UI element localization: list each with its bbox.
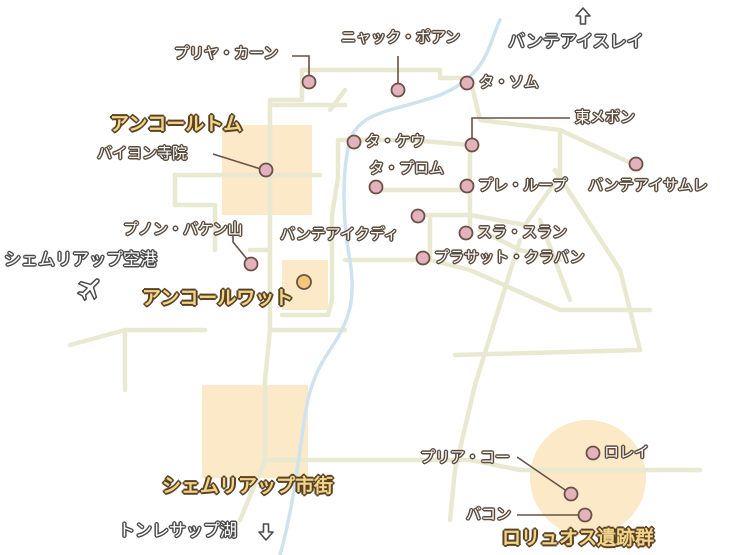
- marker-lolei[interactable]: [585, 445, 601, 461]
- site-label-east-mebon[interactable]: 東メボン: [575, 108, 636, 126]
- place-label-tonle-sap[interactable]: トンレサップ湖: [118, 521, 237, 541]
- area-label-angkor-wat[interactable]: アンコールワット: [142, 287, 294, 309]
- place-label-airport[interactable]: シェムリアップ空港: [4, 250, 157, 270]
- arrow-up-icon: [574, 7, 592, 30]
- site-label-ta-prohm[interactable]: タ・プロム: [369, 159, 445, 177]
- site-label-banteay-samre[interactable]: バンテアイサムレ: [588, 176, 708, 194]
- area-label-siem-reap-town[interactable]: シェムリアップ市街: [162, 475, 334, 497]
- place-label-banteay-srei[interactable]: バンテアイスレイ: [508, 32, 644, 52]
- site-markers: [243, 74, 644, 523]
- marker-neak-pean[interactable]: [390, 82, 406, 98]
- marker-phnom-bakheng[interactable]: [243, 256, 259, 272]
- marker-bakong[interactable]: [577, 507, 593, 523]
- site-label-banteay-kdei[interactable]: バンテアイクディ: [280, 225, 399, 243]
- roads: [67, 67, 703, 523]
- site-label-pre-rup[interactable]: プレ・ループ: [478, 176, 568, 194]
- area-label-roluos[interactable]: ロリュオス遺跡群: [502, 527, 655, 549]
- siem-reap-town-zone: [202, 385, 308, 478]
- site-label-prasat-kravan[interactable]: プラサット・クラバン: [434, 248, 585, 266]
- site-label-bayon[interactable]: バイヨン寺院: [97, 144, 188, 162]
- marker-angkor-wat[interactable]: [296, 274, 312, 290]
- marker-east-mebon[interactable]: [464, 137, 480, 153]
- marker-banteay-kdei[interactable]: [410, 208, 426, 224]
- siem-reap-river: [278, 18, 502, 555]
- site-label-srah-srang[interactable]: スラ・スラン: [477, 223, 568, 241]
- area-label-angkor-thom[interactable]: アンコールトム: [110, 113, 243, 135]
- marker-preah-khan[interactable]: [301, 74, 317, 90]
- leader-lines: [212, 55, 584, 516]
- site-label-neak-pean[interactable]: ニャック・ポアン: [341, 28, 461, 46]
- site-label-preah-khan[interactable]: プリヤ・カーン: [174, 44, 279, 62]
- marker-ta-som[interactable]: [459, 75, 475, 91]
- site-label-phnom-bakheng[interactable]: プノン・バケン山: [123, 220, 243, 238]
- roluos-zone: [530, 420, 646, 536]
- marker-bayon[interactable]: [258, 162, 274, 178]
- marker-ta-prohm[interactable]: [368, 179, 384, 195]
- marker-preah-ko[interactable]: [563, 486, 579, 502]
- marker-prasat-kravan[interactable]: [415, 250, 431, 266]
- site-label-ta-keo[interactable]: タ・ケウ: [365, 132, 426, 150]
- airplane-icon: [76, 274, 104, 307]
- site-label-lolei[interactable]: ロレイ: [604, 443, 650, 461]
- marker-banteay-samre[interactable]: [628, 156, 644, 172]
- marker-srah-srang[interactable]: [458, 225, 474, 241]
- site-label-bakong[interactable]: バコン: [466, 505, 512, 523]
- site-label-ta-som[interactable]: タ・ソム: [479, 73, 539, 91]
- site-label-preah-ko[interactable]: プリア・コー: [420, 448, 511, 466]
- marker-ta-keo[interactable]: [346, 134, 362, 150]
- arrow-down-icon: [257, 523, 275, 546]
- marker-pre-rup[interactable]: [459, 178, 475, 194]
